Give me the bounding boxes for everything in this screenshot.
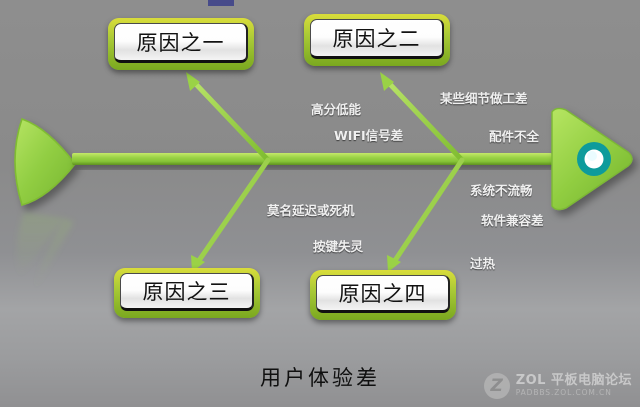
sub-cause-label-c1-a: 高分低能 [311, 102, 362, 117]
cause-box-1-label: 原因之一 [136, 31, 225, 55]
cause-box-1-inner: 原因之一 [114, 23, 248, 63]
cause-box-3-label: 原因之三 [142, 280, 231, 304]
cause-box-2[interactable]: 原因之二 [304, 14, 450, 66]
cause-box-4-inner: 原因之四 [316, 275, 450, 313]
watermark-text: ZOL 平板电脑论坛 PADBBS.ZOL.COM.CN [515, 373, 632, 398]
watermark: Z ZOL 平板电脑论坛 PADBBS.ZOL.COM.CN [483, 373, 632, 399]
watermark-brand: ZOL 平板电脑论坛 [515, 373, 632, 389]
cause-box-1[interactable]: 原因之一 [108, 18, 254, 70]
bone-cause-4 [387, 157, 465, 272]
bone-cause-3 [191, 157, 271, 272]
sub-bones [206, 104, 494, 249]
cause-box-3-inner: 原因之三 [120, 273, 254, 311]
cause-box-3[interactable]: 原因之三 [114, 268, 260, 318]
sub-cause-label-c4-b: 软件兼容差 [481, 213, 544, 228]
cause-box-4-label: 原因之四 [338, 282, 427, 306]
sub-cause-label-c3-b: 按键失灵 [313, 239, 364, 254]
fish-tail [14, 117, 77, 206]
sub-cause-label-c2-b: 配件不全 [489, 129, 540, 144]
bone-cause-1 [186, 72, 271, 163]
effect-caption: 用户体验差 [260, 366, 380, 390]
fish-spine [72, 153, 552, 165]
sub-cause-label-c2-a: 某些细节做工差 [440, 91, 528, 106]
sub-cause-label-c4-a: 系统不流畅 [470, 183, 533, 198]
cause-box-4[interactable]: 原因之四 [310, 270, 456, 320]
cause-box-2-label: 原因之二 [332, 27, 421, 51]
watermark-url: PADBBS.ZOL.COM.CN [515, 388, 612, 398]
sub-cause-label-c4-c: 过热 [470, 256, 496, 271]
fish-head [551, 107, 633, 211]
clipped-top-element [208, 0, 234, 6]
bone-cause-2 [380, 72, 465, 163]
sub-cause-label-c1-b: WIFI信号差 [334, 128, 404, 143]
tail-reflection [16, 212, 74, 292]
zol-logo-icon: Z [483, 373, 510, 399]
cause-box-2-inner: 原因之二 [310, 19, 444, 59]
sub-cause-label-c3-a: 莫名延迟或死机 [267, 203, 355, 218]
